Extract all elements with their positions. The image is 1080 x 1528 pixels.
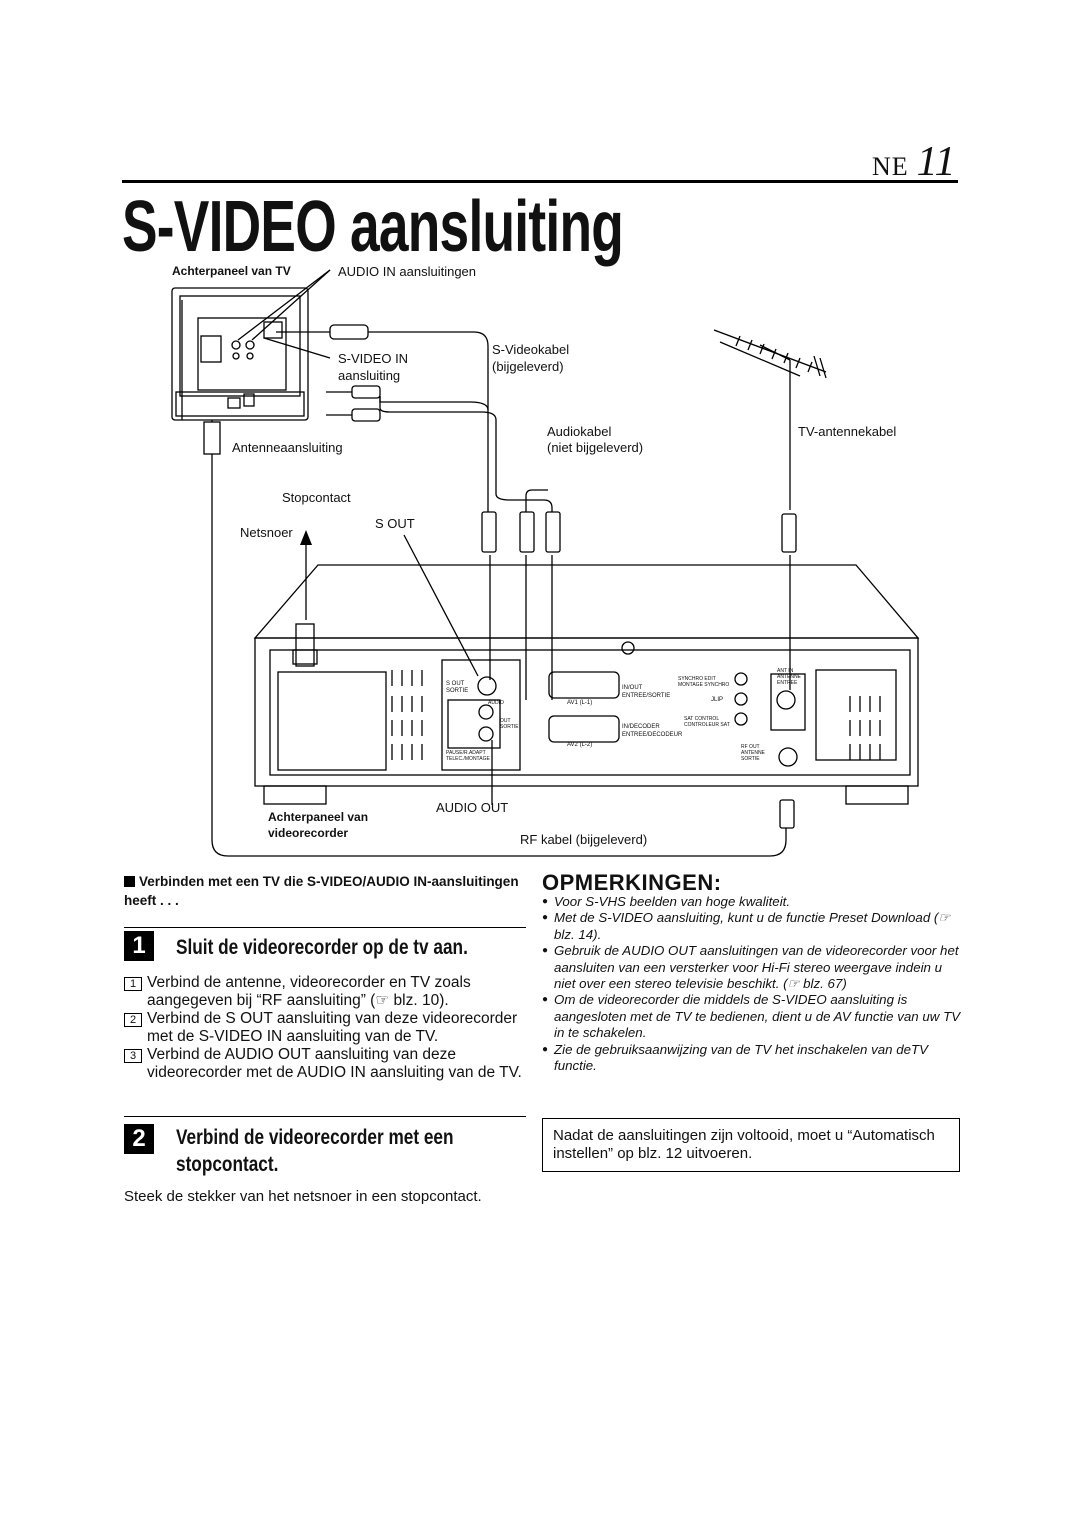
panel-jlip: JLIP bbox=[711, 697, 724, 703]
label-svideo-cable-2: (bijgeleverd) bbox=[492, 359, 564, 374]
step-2-number: 2 bbox=[124, 1124, 154, 1154]
label-svideo-in-2: aansluiting bbox=[338, 368, 401, 383]
panel-out-sortie: OUT SORTIE bbox=[500, 718, 519, 730]
label-audio-cable-2: (niet bijgeleverd) bbox=[547, 440, 644, 455]
note-item: ●Met de S-VIDEO aansluiting, kunt u de f… bbox=[542, 910, 951, 942]
step-2-title: Verbind de videorecorder met een stopcon… bbox=[176, 1126, 454, 1176]
step-1-title: Sluit de videorecorder op de tv aan. bbox=[176, 936, 468, 959]
boxed-note: Nadat de aansluitingen zijn voltooid, mo… bbox=[542, 1118, 960, 1172]
label-vcr-back-panel-2: videorecorder bbox=[268, 826, 349, 840]
page-title: S-VIDEO aansluiting bbox=[122, 187, 624, 267]
antenna-illustration bbox=[713, 329, 827, 510]
connection-diagram bbox=[171, 269, 920, 857]
panel-av2: AV2 (L-2) bbox=[567, 742, 593, 748]
label-audio-in: AUDIO IN aansluitingen bbox=[338, 264, 477, 279]
language-code: NE bbox=[872, 152, 909, 181]
notes-title: OPMERKINGEN: bbox=[542, 870, 722, 895]
label-audio-out: AUDIO OUT bbox=[436, 800, 509, 815]
vcr-rear-illustration bbox=[253, 564, 920, 805]
note-item: ●Om de videorecorder die middels de S-VI… bbox=[542, 992, 961, 1041]
divider bbox=[124, 1116, 526, 1117]
notes-list: ●Voor S-VHS beelden van hoge kwaliteit. … bbox=[542, 894, 962, 1074]
section-heading: Verbinden met een TV die S-VIDEO/AUDIO I… bbox=[124, 874, 519, 908]
label-tv-antenna-cable: TV-antennekabel bbox=[798, 424, 897, 439]
label-svideo-in: S-VIDEO IN bbox=[338, 351, 409, 366]
label-tv-back-panel: Achterpaneel van TV bbox=[172, 264, 291, 278]
audio-cable-line bbox=[379, 396, 553, 512]
label-vcr-back-panel: Achterpaneel van bbox=[268, 810, 369, 824]
rf-cable-line bbox=[211, 440, 787, 857]
tv-rear-illustration bbox=[171, 287, 309, 421]
label-svideo-cable: S-Videokabel bbox=[492, 342, 570, 357]
divider bbox=[124, 927, 526, 928]
page-number-value: 11 bbox=[916, 139, 956, 185]
panel-audio: AUDIO bbox=[488, 700, 504, 706]
svideo-cable-line bbox=[368, 331, 489, 512]
label-power-cord: Netsnoer bbox=[240, 525, 293, 540]
note-item: ●Zie de gebruiksaanwijzing van de TV het… bbox=[542, 1041, 929, 1074]
label-s-out: S OUT bbox=[375, 516, 415, 531]
header-rule bbox=[122, 180, 958, 183]
step-1-number: 1 bbox=[124, 931, 154, 961]
square-bullet-icon bbox=[124, 876, 135, 887]
label-outlet: Stopcontact bbox=[282, 490, 351, 505]
label-antenna-connection: Antenneaansluiting bbox=[232, 440, 343, 455]
step-2-text: Steek de stekker van het netsnoer in een… bbox=[124, 1188, 482, 1205]
panel-av1: AV1 (L-1) bbox=[567, 700, 593, 706]
note-item: ●Voor S-VHS beelden van hoge kwaliteit. bbox=[542, 894, 791, 909]
label-rf-cable: RF kabel (bijgeleverd) bbox=[520, 832, 648, 847]
label-audio-cable: Audiokabel bbox=[547, 424, 612, 439]
note-item: ●Gebruik de AUDIO OUT aansluitingen van … bbox=[542, 943, 959, 992]
